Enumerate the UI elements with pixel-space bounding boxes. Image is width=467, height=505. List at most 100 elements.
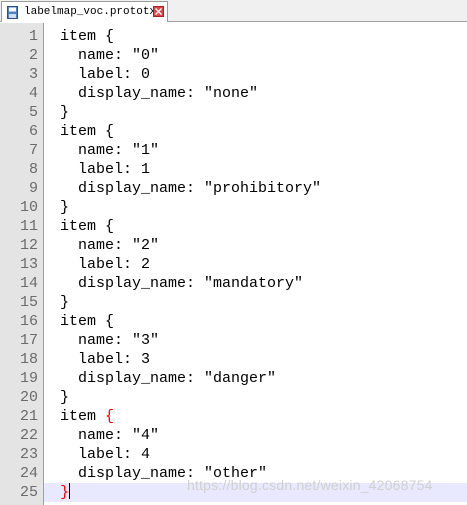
code-text: label: 2 (60, 256, 151, 273)
line-number: 10 (19, 199, 38, 216)
line-number: 13 (19, 256, 38, 273)
code-text: item { (60, 28, 115, 45)
code-line-text: label: 3 (60, 350, 150, 369)
code-line[interactable]: 24 display_name: "other" (0, 464, 467, 483)
code-line-text: label: 2 (60, 255, 150, 274)
line-number: 2 (28, 47, 38, 64)
code-line-text: } (60, 388, 69, 407)
code-text: label: 4 (60, 446, 151, 463)
watermark: https://blog.csdn.net/weixin_42068754 (187, 477, 433, 493)
line-number: 4 (28, 85, 38, 102)
line-number: 7 (28, 142, 38, 159)
code-line-text: label: 0 (60, 65, 150, 84)
line-number: 17 (19, 332, 38, 349)
code-line[interactable]: 11 item { (0, 217, 467, 236)
code-text: display_name: "danger" (60, 370, 277, 387)
code-text: name: "2" (60, 237, 160, 254)
matched-brace: { (105, 408, 115, 425)
code-text: name: "1" (60, 142, 160, 159)
code-line-text: display_name: "danger" (60, 369, 276, 388)
code-line[interactable]: 15} (0, 293, 467, 312)
code-line-text: display_name: "prohibitory" (60, 179, 321, 198)
code-line[interactable]: 23 label: 4 (0, 445, 467, 464)
text-cursor (69, 483, 71, 499)
code-line-text: item { (60, 217, 114, 236)
line-number: 20 (19, 389, 38, 406)
line-number: 22 (19, 427, 38, 444)
code-line[interactable]: 17 name: "3" (0, 331, 467, 350)
code-line[interactable]: 12 name: "2" (0, 236, 467, 255)
line-number-gutter (0, 23, 44, 505)
code-text: name: "4" (60, 427, 160, 444)
code-text: } (60, 389, 70, 406)
code-line[interactable]: 2 name: "0" (0, 46, 467, 65)
line-number: 19 (19, 370, 38, 387)
line-number: 15 (19, 294, 38, 311)
code-line[interactable]: 7 name: "1" (0, 141, 467, 160)
code-line[interactable]: 22 name: "4" (0, 426, 467, 445)
matched-brace: } (60, 484, 70, 501)
line-number: 14 (19, 275, 38, 292)
code-line[interactable]: 19 display_name: "danger" (0, 369, 467, 388)
code-text: display_name: "none" (60, 85, 259, 102)
code-line[interactable]: 3 label: 0 (0, 65, 467, 84)
line-number: 18 (19, 351, 38, 368)
code-line-text: } (60, 483, 71, 502)
line-number: 9 (28, 180, 38, 197)
code-line[interactable]: 8 label: 1 (0, 160, 467, 179)
code-line-text: display_name: "mandatory" (60, 274, 303, 293)
code-line[interactable]: 18 label: 3 (0, 350, 467, 369)
code-text: name: "0" (60, 47, 160, 64)
line-number: 23 (19, 446, 38, 463)
code-text: label: 1 (60, 161, 151, 178)
code-line[interactable]: 21 item { (0, 407, 467, 426)
code-text-area[interactable] (44, 23, 467, 505)
tab-labelmap-voc[interactable]: labelmap_voc.prototxt (1, 1, 168, 22)
code-line[interactable]: 4 display_name: "none" (0, 84, 467, 103)
code-line-text: } (60, 293, 69, 312)
code-text: } (60, 199, 70, 216)
code-line-text: name: "1" (60, 141, 159, 160)
code-line-text: label: 1 (60, 160, 150, 179)
line-number: 21 (19, 408, 38, 425)
close-icon[interactable] (153, 6, 164, 17)
code-line[interactable]: 1 item { (0, 27, 467, 46)
code-line-text: } (60, 198, 69, 217)
code-text: name: "3" (60, 332, 160, 349)
line-number: 1 (28, 28, 38, 45)
code-line-text: name: "0" (60, 46, 159, 65)
tab-filename: labelmap_voc.prototxt (24, 6, 163, 18)
code-line[interactable]: 5} (0, 103, 467, 122)
code-text: item { (60, 313, 115, 330)
code-line[interactable]: 25} (0, 483, 467, 502)
code-line[interactable]: 9 display_name: "prohibitory" (0, 179, 467, 198)
code-line-text: item { (60, 27, 114, 46)
code-line-text: name: "3" (60, 331, 159, 350)
code-text: } (60, 294, 70, 311)
line-number: 11 (19, 218, 38, 235)
code-line[interactable]: 10} (0, 198, 467, 217)
code-text: display_name: "other" (60, 465, 268, 482)
code-text: item (60, 408, 106, 425)
code-text: label: 0 (60, 66, 151, 83)
line-number: 8 (28, 161, 38, 178)
line-number: 12 (19, 237, 38, 254)
line-number: 3 (28, 66, 38, 83)
line-number: 5 (28, 104, 38, 121)
code-line[interactable]: 13 label: 2 (0, 255, 467, 274)
code-line-text: name: "2" (60, 236, 159, 255)
line-number: 24 (19, 465, 38, 482)
code-line-text: } (60, 103, 69, 122)
code-text: display_name: "prohibitory" (60, 180, 322, 197)
code-line[interactable]: 14 display_name: "mandatory" (0, 274, 467, 293)
code-line-text: item { (60, 122, 114, 141)
code-line-text: label: 4 (60, 445, 150, 464)
code-line[interactable]: 20} (0, 388, 467, 407)
code-text: item { (60, 123, 115, 140)
code-line-text: item { (60, 407, 114, 426)
save-disk-icon (7, 5, 18, 19)
